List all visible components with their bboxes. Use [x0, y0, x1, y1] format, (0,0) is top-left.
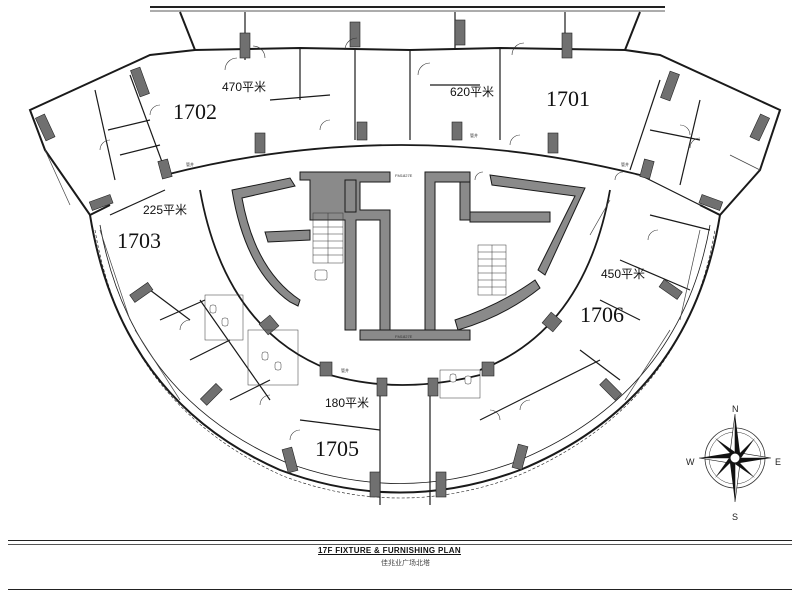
core-door-label-top: FM1827E — [395, 173, 413, 178]
north-balcony-rail — [150, 6, 665, 12]
drawing-title: 17F FIXTURE & FURNISHING PLAN — [318, 546, 461, 555]
unit-area-1706: 450平米 — [601, 267, 645, 281]
unit-area-1702: 470平米 — [222, 80, 266, 94]
drawing-subtitle: 佳兆业广场北塔 — [381, 560, 430, 567]
title-rule-top — [8, 540, 792, 541]
title-block: 17F FIXTURE & FURNISHING PLAN 佳兆业广场北塔 — [8, 540, 792, 590]
unit-labels: 1701 620平米 1702 470平米 1703 225平米 1705 18… — [117, 80, 645, 461]
unit-area-1703: 225平米 — [143, 203, 187, 217]
shaft-tag-1706: 管井 — [621, 161, 629, 167]
stair-left — [312, 212, 344, 264]
compass-rose: N S E W — [686, 404, 781, 522]
corridor-walls — [164, 144, 641, 386]
shaft-tag-1705: 管井 — [341, 367, 349, 373]
unit-number-1703: 1703 — [117, 228, 161, 253]
unit-area-1701: 620平米 — [450, 85, 494, 99]
facade-mullions — [44, 149, 761, 401]
unit-number-1702: 1702 — [173, 99, 217, 124]
core-labels: FM1827E FM1827E 管井 管井 管井 管井 — [186, 132, 629, 373]
unit-area-1705: 180平米 — [325, 396, 369, 410]
stair-right — [477, 244, 507, 296]
unit-number-1701: 1701 — [546, 86, 590, 111]
title-rule-top-thin — [8, 544, 792, 545]
compass-south-label: S — [732, 512, 738, 522]
shaft-tag-1702: 管井 — [186, 161, 194, 167]
core-door-label-bottom: FM1827E — [395, 334, 413, 339]
title-rule-bottom — [8, 589, 792, 590]
compass-star-icon — [698, 413, 772, 503]
door-swings — [99, 37, 701, 441]
compass-west-label: W — [686, 457, 695, 467]
unit-number-1706: 1706 — [580, 302, 624, 327]
washroom-fixtures — [204, 269, 481, 399]
building-core — [231, 171, 586, 341]
partition-walls — [94, 12, 711, 505]
compass-east-label: E — [775, 457, 781, 467]
shaft-tag-1701: 管井 — [470, 132, 478, 138]
structural-columns — [34, 19, 771, 498]
compass-north-label: N — [732, 404, 739, 414]
unit-number-1705: 1705 — [315, 436, 359, 461]
